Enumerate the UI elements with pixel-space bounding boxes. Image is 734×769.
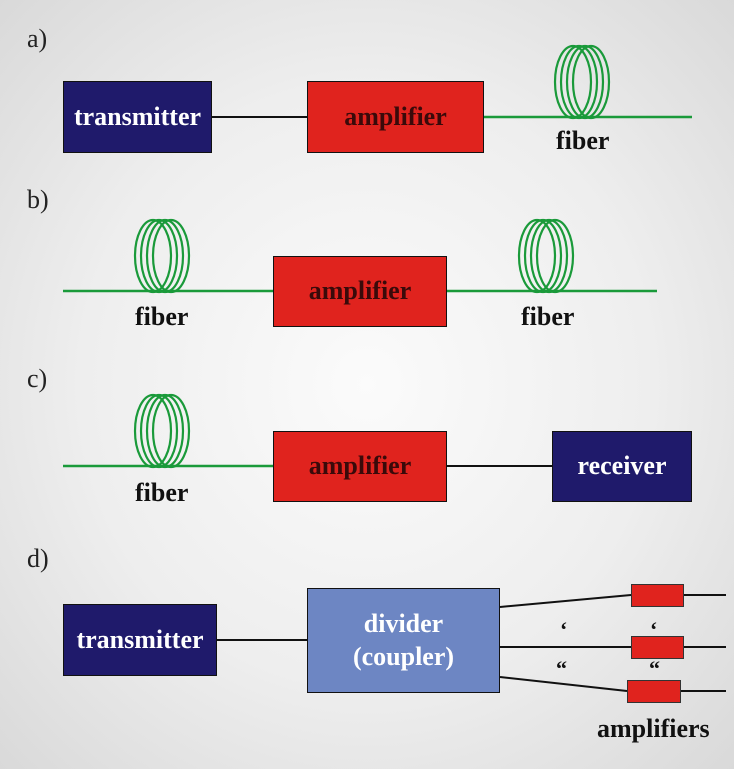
amplifier-box: amplifier (307, 81, 484, 153)
panel-label-b: b) (27, 185, 49, 214)
divider-box: divider (coupler) (307, 588, 500, 693)
amplifier-box: amplifier (273, 431, 447, 502)
panel-label-d: d) (27, 544, 49, 573)
ellipsis-mark: ‘ (560, 617, 568, 642)
divider-label: divider (363, 609, 444, 638)
panel-label-a: a) (27, 24, 48, 53)
amplifier-small-top (631, 584, 684, 607)
amplifiers-caption: amplifiers (597, 714, 710, 743)
ellipsis-mark: “ (649, 656, 660, 681)
divider-branch-bottom (499, 676, 628, 692)
coupler-label: (coupler) (352, 641, 455, 671)
amplifier-small-bottom (627, 680, 681, 703)
panel-label-c: c) (27, 364, 48, 393)
amplifier-box: amplifier (273, 256, 447, 327)
fiber-caption: fiber (556, 126, 610, 155)
fiber-coil-icon (553, 44, 611, 120)
divider-branch-top (499, 594, 632, 608)
transmitter-box: transmitter (63, 81, 212, 153)
fiber-coil-icon (133, 218, 191, 294)
ellipsis-mark: “ (556, 656, 567, 681)
fiber-coil-icon (517, 218, 575, 294)
fiber-caption-right: fiber (521, 302, 575, 331)
receiver-box: receiver (552, 431, 692, 502)
fiber-coil-icon (133, 393, 191, 469)
ellipsis-mark: ‘ (650, 617, 658, 642)
fiber-caption-left: fiber (135, 302, 189, 331)
amplifier-small-mid (631, 636, 684, 659)
fiber-caption: fiber (135, 478, 189, 507)
transmitter-box: transmitter (63, 604, 217, 676)
